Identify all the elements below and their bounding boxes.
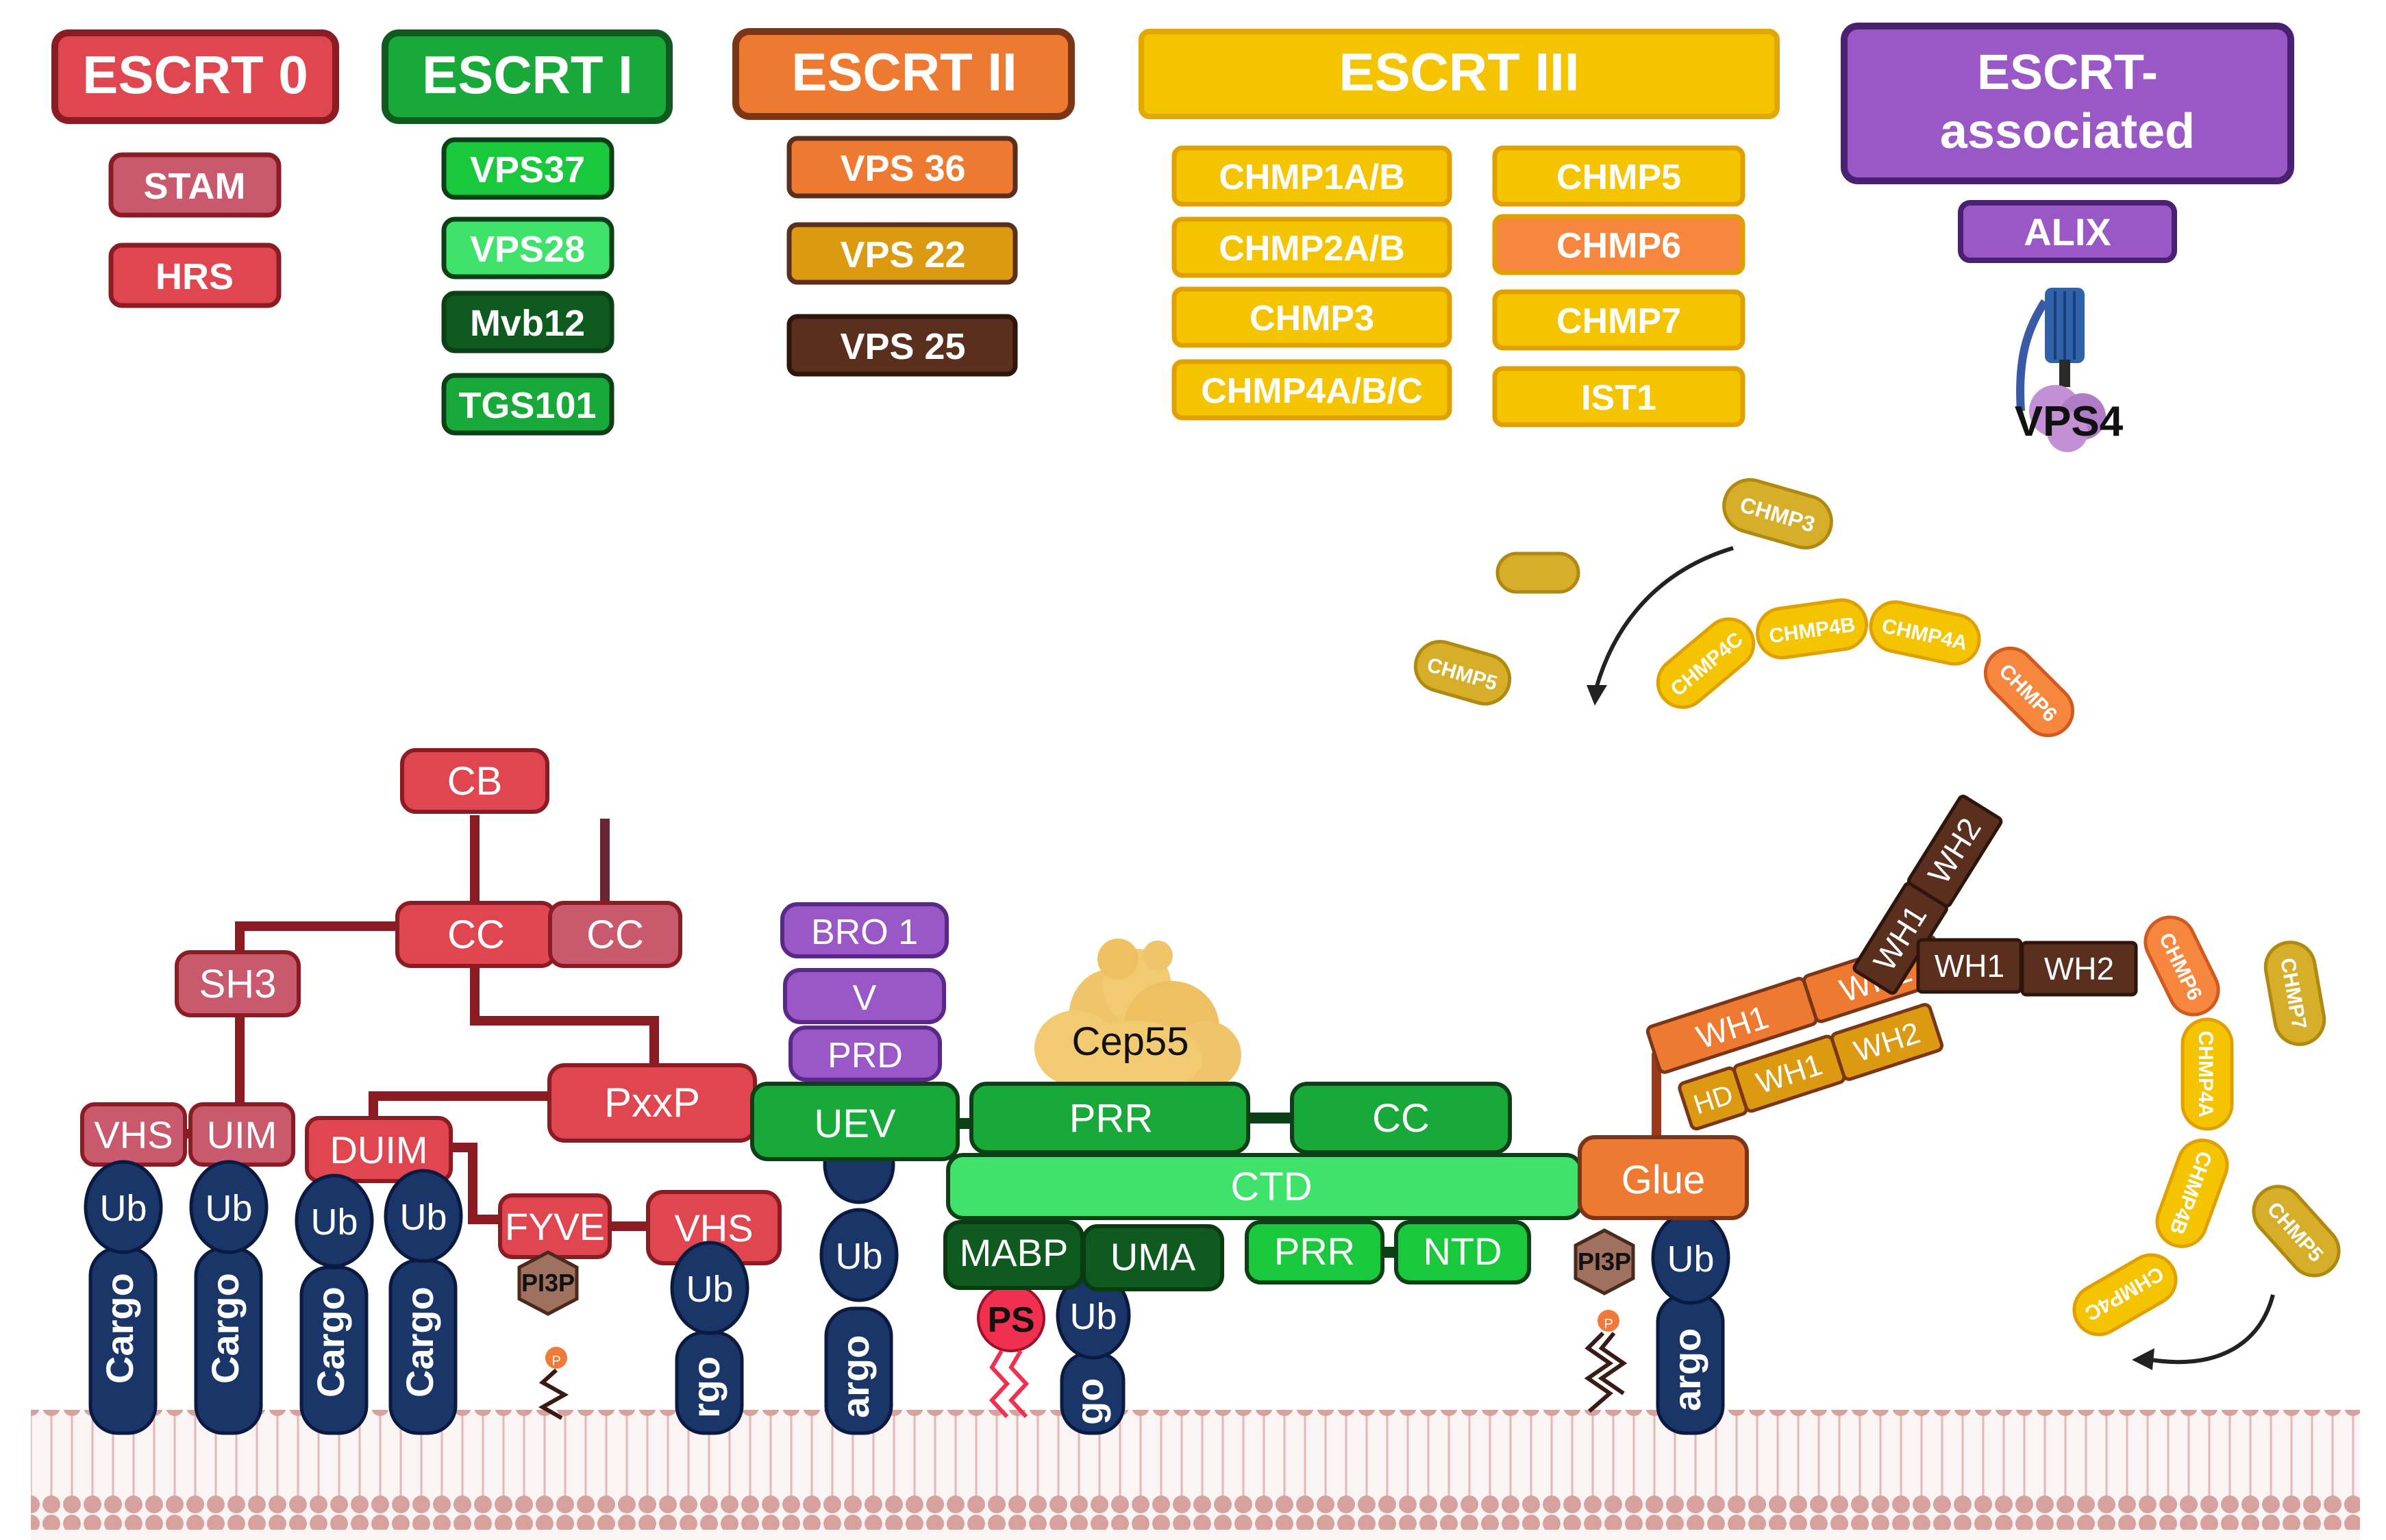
domain-uma: UMA (1110, 1235, 1196, 1278)
legend-escrt0-title: ESCRT 0 (82, 45, 308, 105)
escrt2-complex: Glue WH1 WH2 HD WH1 WH2 WH1 WH2 WH1 WH2 (1578, 795, 2138, 1220)
domain-cc-hrs: CC (447, 912, 505, 957)
legend-hrs: HRS (156, 256, 234, 297)
legend-escrt-associated: ESCRT- associated ALIX VPS4 (1841, 23, 2294, 452)
domain-vhs-stam: VHS (94, 1113, 173, 1156)
ub-cargo-stack-6: argo Ub (819, 1125, 899, 1435)
domain-bro1: BRO 1 (811, 912, 918, 952)
domain-cc-stam: CC (586, 912, 644, 957)
domain-uev: UEV (814, 1102, 896, 1146)
domain-ctd: CTD (1230, 1165, 1312, 1209)
legend-escrt3: ESCRT III CHMP1A/B CHMP2A/B CHMP3 CHMP4A… (1139, 29, 1780, 427)
legend-alix: ALIX (2024, 210, 2111, 253)
domain-cb: CB (447, 759, 503, 804)
legend-escrt1: ESCRT I VPS37 VPS28 Mvb12 TGS101 (382, 29, 673, 436)
domain-sh3: SH3 (199, 962, 277, 1006)
legend-chmp3: CHMP3 (1250, 299, 1374, 338)
legend-vps37: VPS37 (470, 149, 585, 190)
domain-pxxp: PxxP (604, 1080, 700, 1126)
legend-escrt0: ESCRT 0 STAM HRS (51, 29, 339, 308)
legend-chmp1ab: CHMP1A/B (1219, 158, 1405, 197)
domain-glue: Glue (1621, 1158, 1706, 1202)
phosphate-label: P (1604, 1317, 1613, 1332)
ub-label: Ub (1069, 1296, 1117, 1337)
cargo-label: argo (834, 1335, 877, 1418)
ub-label: Ub (99, 1188, 147, 1229)
ub-cargo-stack-7: go Ub (1056, 1271, 1131, 1435)
legend-ist1: IST1 (1581, 378, 1656, 418)
vps4-icon (2016, 288, 2106, 452)
cep55-label: Cep55 (1072, 1019, 1189, 1064)
ub-cargo-stack-2: Cargo Ub (189, 1160, 269, 1435)
ub-label: Ub (399, 1197, 447, 1238)
legend-mvb12: Mvb12 (470, 303, 585, 344)
legend-stam: STAM (144, 166, 246, 207)
pi3p-marker-2: PI3P P (1574, 1228, 1635, 1413)
cargo-label: go (1068, 1378, 1111, 1425)
cargo-label: rgo (684, 1356, 728, 1418)
legend-chmp4abc: CHMP4A/B/C (1201, 371, 1423, 411)
cargo-label: Cargo (98, 1273, 141, 1384)
domain-v: V (853, 978, 877, 1018)
ps-marker: PS (977, 1284, 1045, 1419)
domain-wh1-vps25-b: WH1 (1935, 948, 2004, 984)
ps-label: PS (987, 1300, 1034, 1340)
ub-label: Ub (686, 1269, 733, 1310)
escrt1-complex: UEV PRR CC CTD MABP UMA PRR NTD (750, 1082, 1583, 1291)
alix-bro1-stack: BRO 1 V PRD (780, 902, 949, 1082)
legend-assoc-title-1: ESCRT- (1977, 45, 2158, 100)
ub-label: Ub (310, 1202, 358, 1243)
legend-chmp2ab: CHMP2A/B (1219, 229, 1405, 269)
domain-cc-escrt1: CC (1372, 1096, 1430, 1141)
cargo-label: argo (1665, 1328, 1708, 1411)
legend-escrt1-title: ESCRT I (422, 45, 633, 105)
escrt3-upper-filament: CHMP3 CHMP5 CHMP4C CHMP4B CHMP4A CHMP6 (1413, 477, 2075, 738)
pi3p-marker-1: PI3P P (517, 1250, 579, 1420)
legend-assoc-title-2: associated (1940, 104, 2195, 159)
domain-mabp: MABP (960, 1231, 1069, 1274)
ub-cargo-stack-5: rgo Ub (670, 1241, 749, 1435)
cep55-icon (1034, 939, 1241, 1096)
ub-label: Ub (1667, 1239, 1714, 1280)
ub-cargo-stack-3: Cargo Ub (295, 1173, 374, 1435)
membrane (31, 1410, 2360, 1540)
domain-fyve: FYVE (505, 1205, 605, 1248)
legend-vps28: VPS28 (470, 229, 585, 270)
legend-escrt2: ESCRT II VPS 36 VPS 22 VPS 25 (732, 28, 1075, 377)
domain-wh2-vps25-b: WH2 (2044, 951, 2114, 986)
legend-tgs101: TGS101 (458, 385, 596, 426)
pi3p-label: PI3P (521, 1269, 575, 1297)
domain-prr-escrt1: PRR (1069, 1096, 1153, 1141)
chmp4a-label-lower: CHMP4A (2194, 1031, 2217, 1118)
legend-chmp5: CHMP5 (1556, 158, 1681, 197)
domain-duim: DUIM (330, 1128, 427, 1171)
legend-vps25: VPS 25 (840, 326, 965, 367)
domain-prr-mvb12: PRR (1274, 1230, 1355, 1273)
ub-cargo-stack-8: argo Ub (1651, 1210, 1730, 1435)
domain-uim: UIM (207, 1113, 277, 1156)
ub-label: Ub (205, 1188, 252, 1229)
legend-vps36: VPS 36 (840, 148, 965, 189)
ub-cargo-stack-1: Cargo Ub (84, 1160, 163, 1435)
cargo-label: Cargo (309, 1287, 352, 1398)
legend-vps22: VPS 22 (840, 234, 965, 275)
ub-label: Ub (835, 1236, 882, 1277)
legend-escrt2-title: ESCRT II (791, 42, 1017, 102)
legend-chmp6: CHMP6 (1556, 226, 1681, 266)
cargo-label: Cargo (398, 1287, 441, 1398)
escrt0-complex: CB CC CC SH3 VHS UIM DUIM PxxP FYVE VHS (80, 748, 782, 1265)
legend-escrt3-title: ESCRT III (1339, 42, 1579, 102)
cargo-label: Cargo (203, 1273, 247, 1384)
chmp-unlabeled (1495, 551, 1580, 594)
legend-vps4: VPS4 (2015, 398, 2124, 445)
pi3p-label: PI3P (1578, 1247, 1631, 1276)
domain-prd: PRD (828, 1036, 903, 1076)
legend-chmp7: CHMP7 (1556, 301, 1681, 341)
phosphate-label: P (551, 1354, 560, 1369)
ub-cargo-stack-4: Cargo Ub (384, 1169, 463, 1435)
domain-ntd: NTD (1423, 1230, 1502, 1273)
